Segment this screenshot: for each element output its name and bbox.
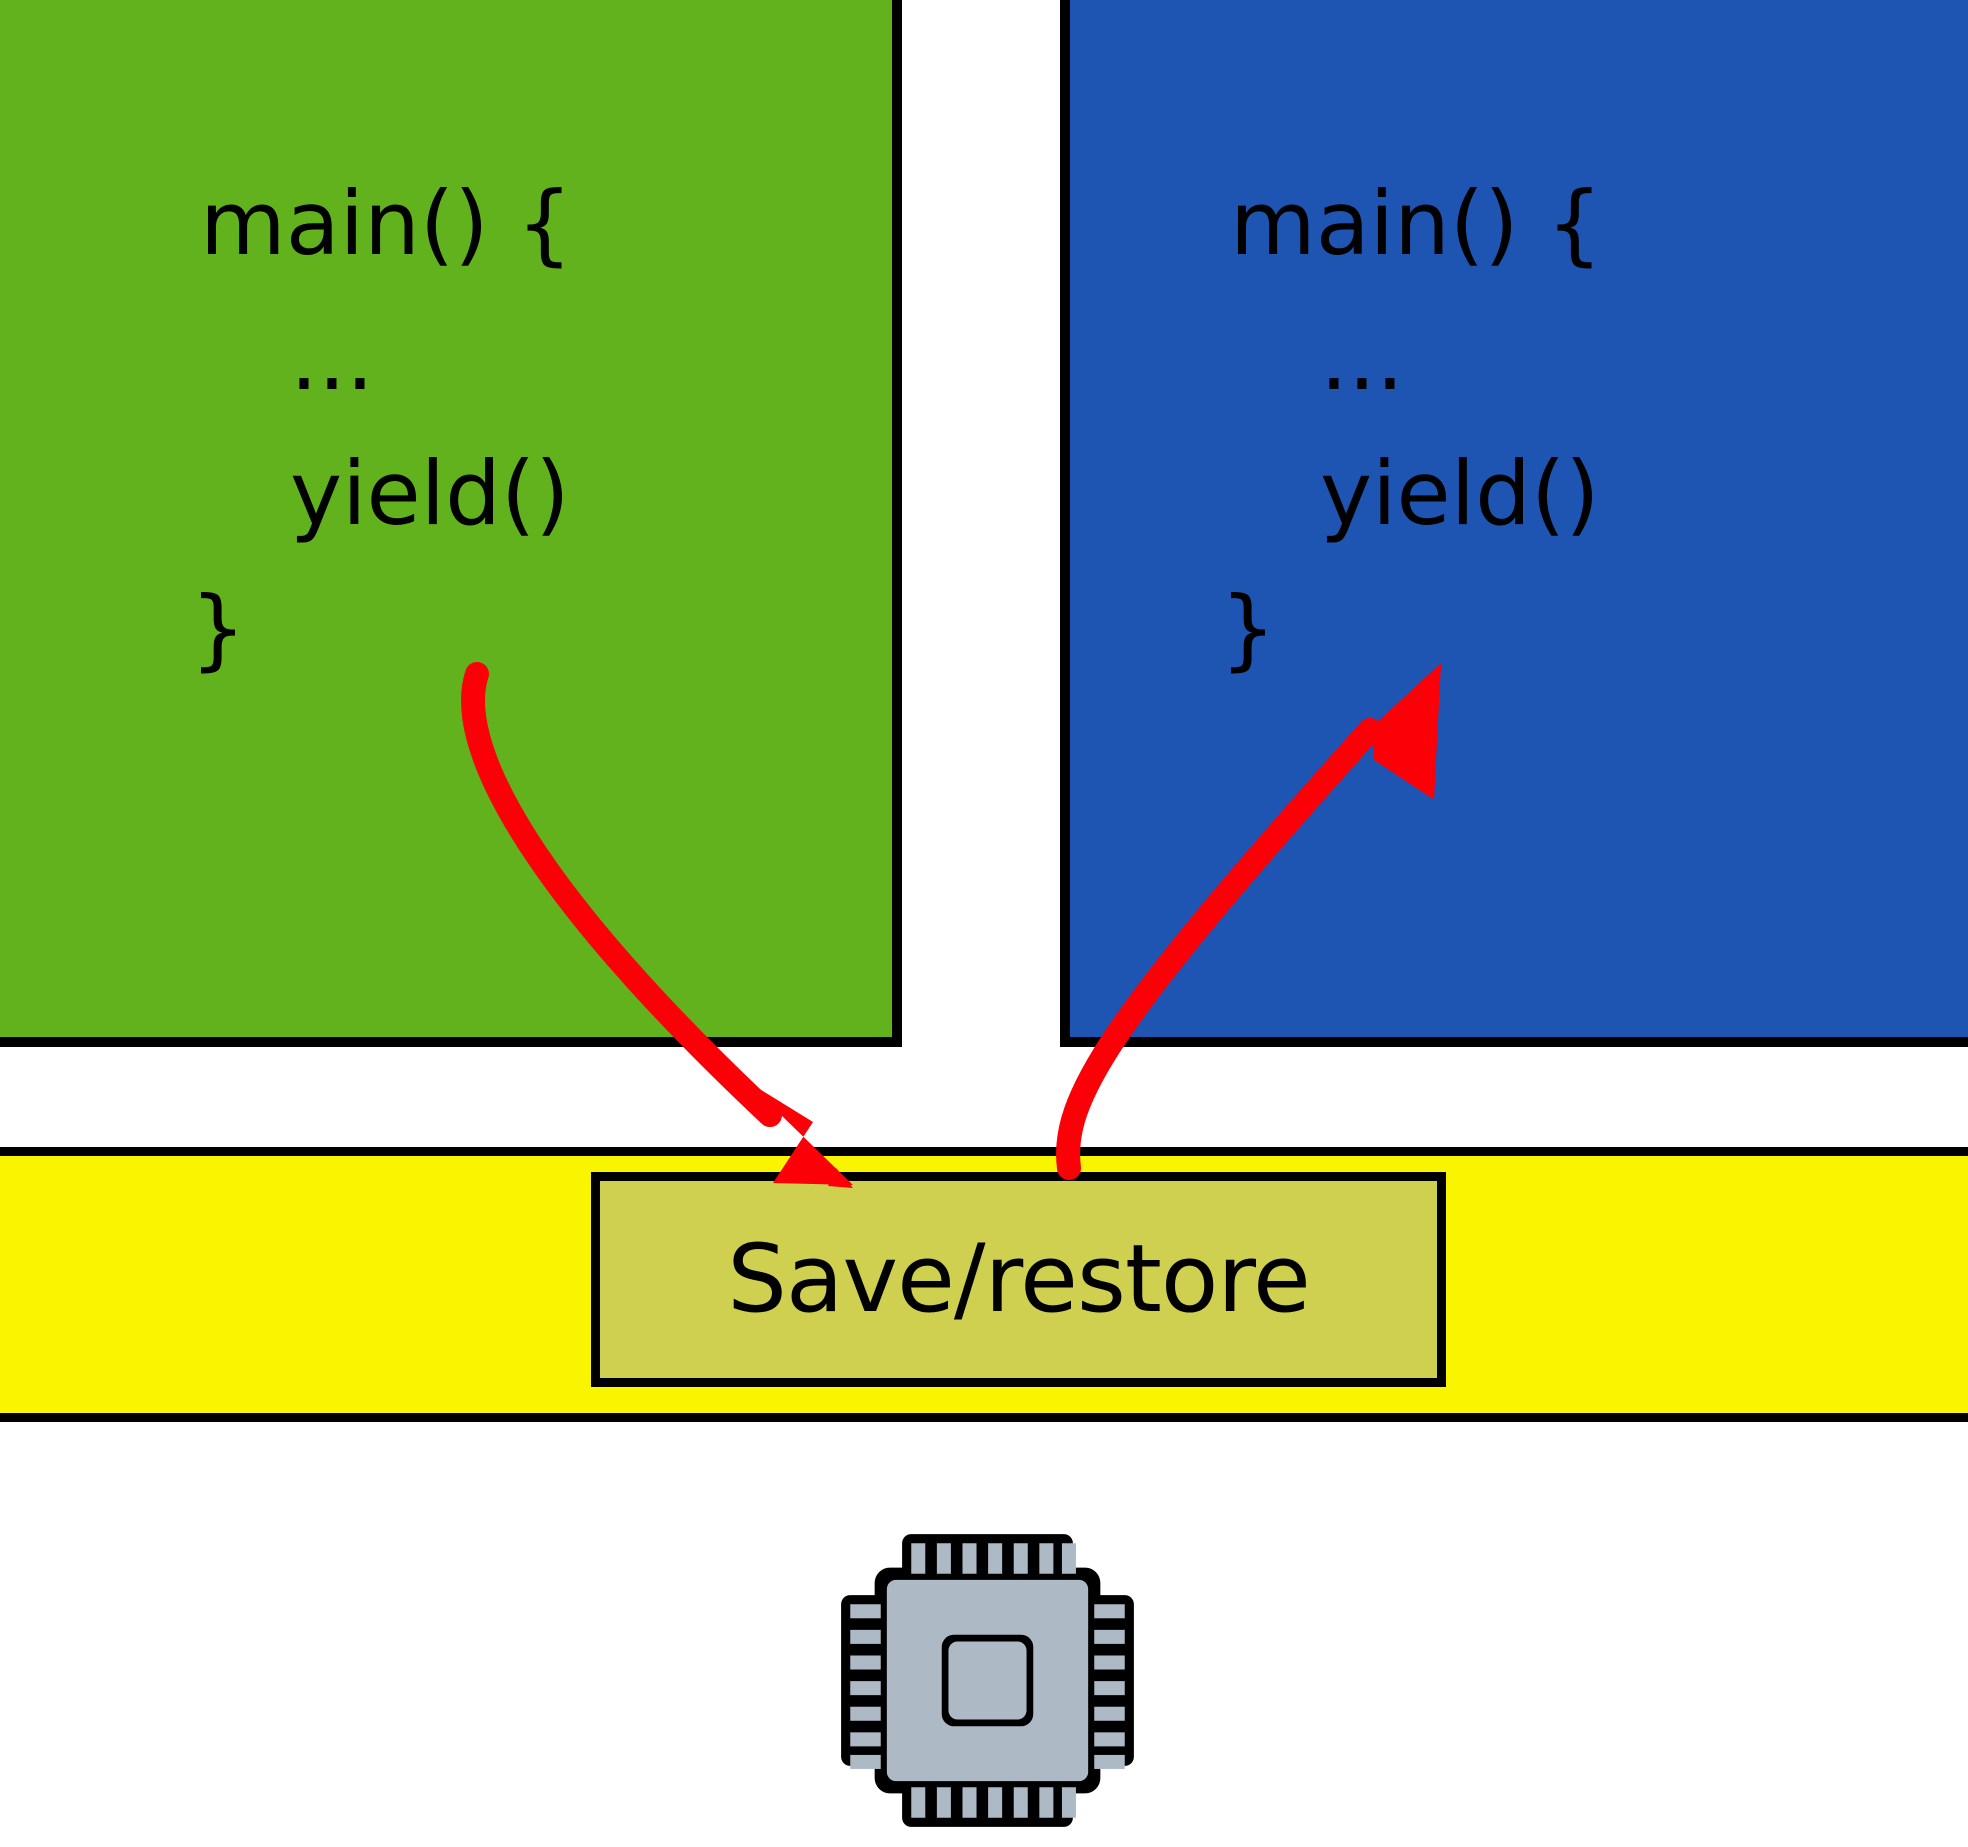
- thread-a-code: main() { ... yield() }: [0, 180, 892, 720]
- thread-a-box: main() { ... yield() }: [0, 0, 902, 1047]
- thread-b-code-line-0: main() {: [1230, 172, 1603, 275]
- thread-a-code-line-1: ...: [290, 307, 374, 410]
- save-restore-label: Save/restore: [727, 1224, 1311, 1334]
- thread-b-box: main() { ... yield() }: [1060, 0, 1968, 1047]
- cpu-chip-icon: [841, 1534, 1134, 1827]
- thread-a-code-line-0: main() {: [200, 172, 573, 275]
- save-restore-box: Save/restore: [591, 1172, 1446, 1387]
- thread-a-code-line-2: yield(): [290, 442, 570, 545]
- thread-b-code-line-3: }: [1220, 577, 1276, 680]
- thread-b-code: main() { ... yield() }: [1070, 180, 1968, 720]
- thread-a-code-line-3: }: [190, 577, 246, 680]
- thread-b-code-line-1: ...: [1320, 307, 1404, 410]
- thread-b-code-line-2: yield(): [1320, 442, 1600, 545]
